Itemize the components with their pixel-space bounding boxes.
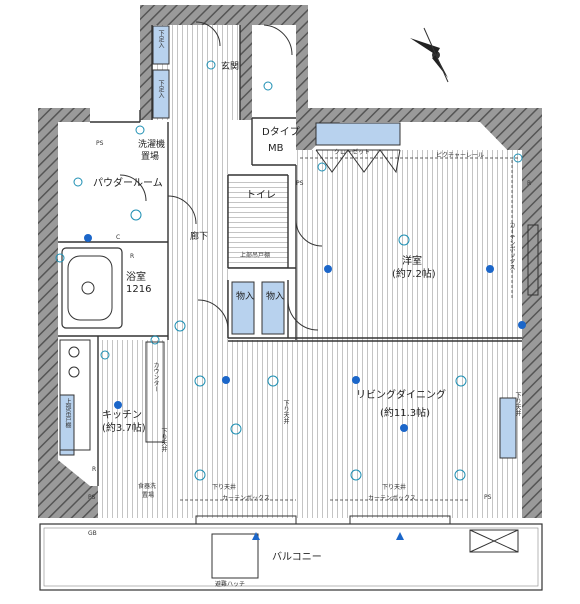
tag-ps-1: PS (96, 140, 104, 147)
label-downbeam-mid: 下り天井 (282, 400, 289, 424)
label-bath-size: 1216 (126, 284, 152, 295)
balcony-markers (252, 532, 404, 540)
tag-ps-2: PS (296, 180, 304, 187)
label-living-size: (約11.3帖) (380, 408, 431, 419)
label-washer-place: 置場 (141, 152, 160, 162)
label-downbeam-right: 下り天井 (382, 484, 407, 491)
north-compass (410, 27, 449, 83)
tag-r-2: R (92, 466, 97, 473)
label-downbeam-side: 下り天井 (514, 392, 521, 416)
tag-ps-3: PS (88, 494, 96, 501)
kitchen-counter (59, 339, 165, 451)
label-kitchen: キッチン (102, 410, 142, 421)
label-storage-b: 物入 (266, 292, 285, 302)
label-upper-cabinet: 上部吊戸棚 (64, 398, 71, 428)
label-toilet-shelf: 上部吊戸棚 (240, 252, 271, 259)
tag-c-1: C (116, 234, 121, 241)
tag-ps-4: PS (484, 494, 492, 501)
curtain-box-lines (180, 157, 520, 501)
label-closet: クローゼット (334, 149, 371, 156)
door-swings (119, 21, 323, 331)
interior-walls (58, 25, 522, 486)
label-dishwasher: 食器洗 (138, 483, 157, 490)
outlet-marks (55, 60, 523, 481)
label-balcony: バルコニー (272, 552, 322, 563)
label-downbeam-kitchen: 下り天井 (160, 428, 167, 452)
label-kitchen-size: (約3.7帖) (102, 423, 146, 434)
label-entrance: 玄関 (221, 62, 240, 72)
storage-blocks (59, 25, 517, 459)
label-living-dining: リビングダイニング (356, 390, 446, 401)
tag-r-1: R (130, 253, 135, 260)
label-curtain-box-right: カーテンボックス (368, 495, 416, 502)
label-curtain-box-side: カーテンボックス (508, 222, 515, 270)
label-escape-hatch: 避難ハッチ (215, 581, 246, 588)
label-dishwasher-place: 置場 (142, 492, 155, 499)
label-counter: カウンター (152, 362, 159, 392)
label-mb-type: Dタイプ (262, 127, 300, 138)
balcony (39, 523, 543, 591)
closet-doors (315, 149, 401, 174)
tag-gb: GB (88, 530, 97, 537)
label-shoe-cabinet-upper: 下足入 (157, 30, 164, 48)
bathtub (61, 247, 123, 329)
label-downbeam-left: 下り天井 (212, 484, 237, 491)
label-washer: 洗濯機 (138, 140, 166, 150)
tag-r-3: R (527, 180, 532, 187)
label-bathroom: 浴室 (126, 272, 146, 283)
label-western-room: 洋室 (402, 256, 422, 267)
label-western-size: (約7.2帖) (392, 269, 436, 280)
label-toilet: トイレ (246, 190, 276, 201)
label-storage-a: 物入 (236, 292, 255, 302)
label-picture-rail: ピクチャーレール (436, 152, 484, 159)
label-mb: MB (268, 143, 284, 154)
floor-finishes (58, 25, 522, 518)
label-powder-room: パウダールーム (93, 178, 163, 189)
label-shoe-cabinet-lower: 下足入 (157, 80, 164, 98)
label-hallway: 廊下 (190, 232, 209, 242)
ceiling-lights (84, 234, 526, 432)
label-curtain-box-left: カーテンボックス (222, 495, 270, 502)
